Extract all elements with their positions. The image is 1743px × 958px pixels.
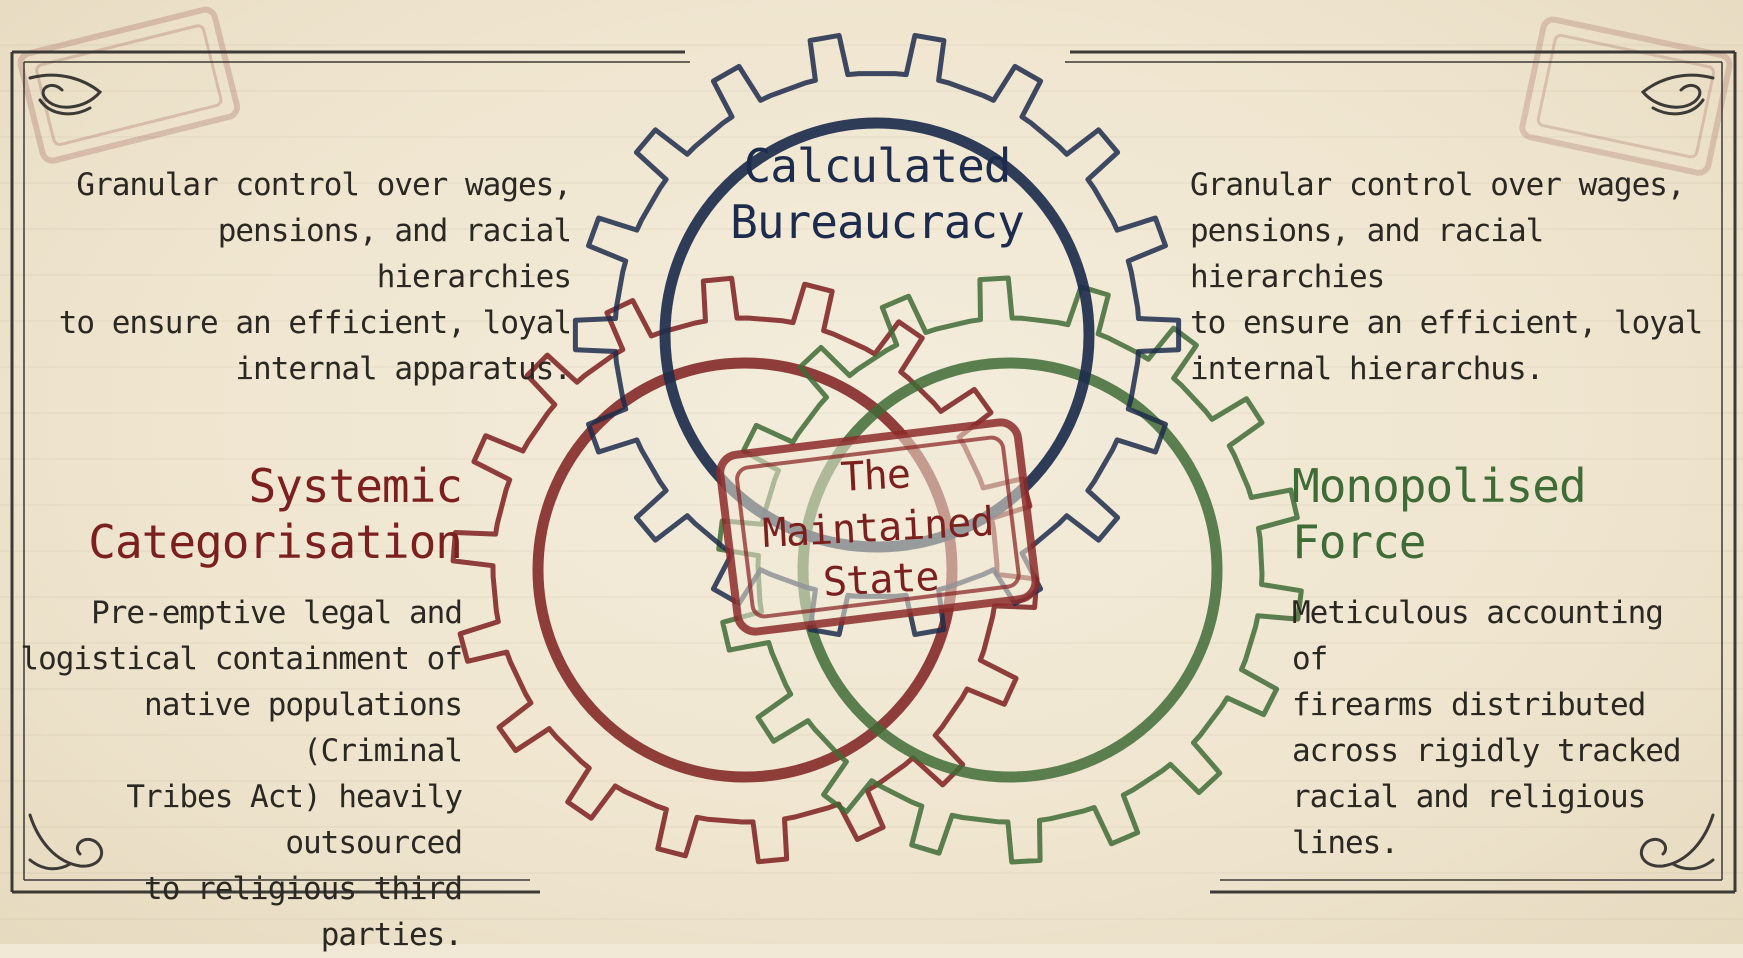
corner-flourish-icon: [1640, 73, 1715, 116]
rubber-stamp-icon: [716, 418, 1040, 636]
center-title: Calculated Bureaucracy: [730, 139, 1025, 249]
corner-flourish-icon: [28, 73, 103, 116]
top-left-description: Granular control over wages, pensions, a…: [58, 167, 572, 387]
left-section-title: Systemic Categorisation: [88, 459, 463, 569]
core-label: The Maintained State: [761, 451, 995, 606]
top-right-description: Granular control over wages, pensions, a…: [1190, 167, 1703, 387]
left-section-body: Pre-emptive legal and logistical contain…: [20, 595, 463, 953]
corner-flourish-icon: [28, 813, 103, 871]
corner-flourish-icon: [1640, 813, 1715, 871]
right-section-title: Monopolised Force: [1292, 459, 1587, 569]
right-section-body: Meticulous accounting of firearms distri…: [1292, 595, 1682, 861]
